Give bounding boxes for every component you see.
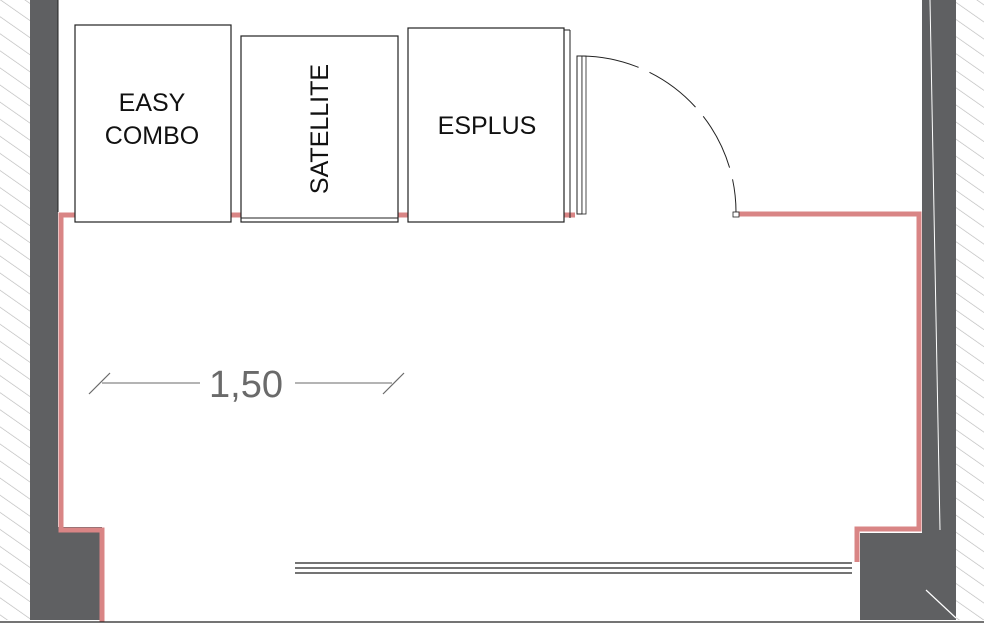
unit-easy-combo: EASY COMBO (74, 24, 232, 223)
right-wall-diagonal (925, 589, 957, 619)
right-wall (922, 0, 956, 620)
right-wall-finish (737, 211, 922, 562)
dimension-tick-right (382, 372, 405, 395)
right-wall-edge-line (929, 0, 941, 531)
door-swing-arc (581, 55, 737, 213)
door-jamb (732, 211, 740, 218)
left-wall-finish (58, 212, 105, 622)
unit-esplus-label: ESPLUS (438, 112, 537, 140)
door-leaf (576, 55, 583, 215)
dimension-label: 1,50 (209, 364, 283, 406)
unit-esplus: ESPLUS (407, 27, 571, 223)
dimension-tick-left (88, 372, 111, 395)
right-hatch-zone (956, 0, 984, 620)
window (295, 562, 852, 574)
unit-satellite-label: SATELLITE (306, 64, 334, 194)
left-hatch-zone (0, 0, 30, 620)
left-wall (30, 0, 58, 620)
left-wall-lower (30, 527, 102, 620)
door (576, 55, 740, 218)
unit-satellite: SATELLITE (240, 35, 399, 223)
unit-easy-combo-label-line1: EASY (119, 89, 186, 117)
right-wall-corner-block (860, 533, 956, 620)
dimension-line: 1,50 (88, 364, 405, 406)
unit-easy-combo-label-line2: COMBO (105, 122, 199, 150)
